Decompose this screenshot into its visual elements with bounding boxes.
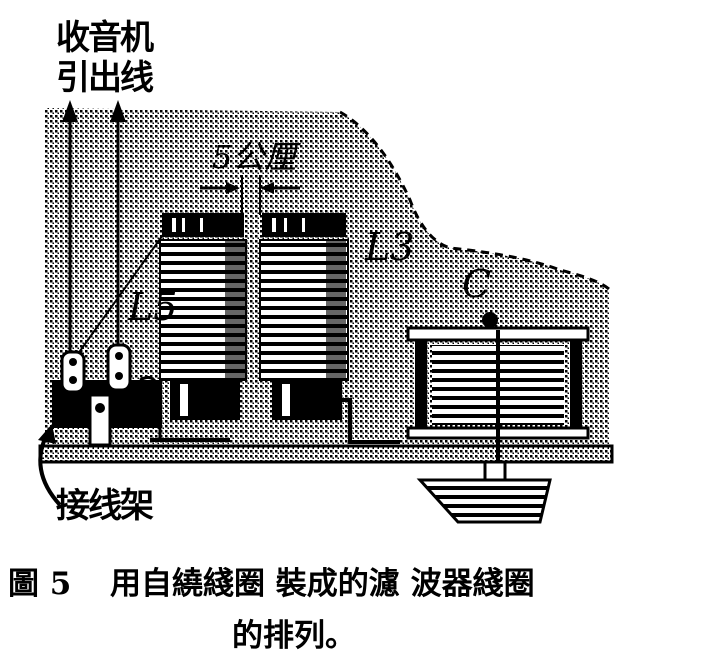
coil-l3	[259, 213, 349, 420]
label-coil-l3: L3	[365, 225, 415, 269]
label-radio-leads-line1: 收音机	[56, 18, 154, 58]
variable-capacitor	[406, 312, 590, 480]
caption-line2: 的排列。	[232, 618, 356, 654]
label-terminal-rack: 接线架	[56, 486, 154, 526]
terminal-rack	[52, 343, 162, 447]
caption-line1: 用自繞綫圈 裝成的濾 波器綫圈	[110, 566, 535, 602]
spacing-dimension	[200, 175, 300, 215]
label-spacing: 5公厘	[212, 138, 297, 176]
tuning-knob	[416, 460, 552, 524]
base-board	[38, 444, 614, 464]
caption-number: 圖 5	[8, 566, 72, 602]
label-radio-leads-line2: 引出线	[56, 58, 154, 98]
coil-l5	[159, 213, 247, 420]
coil-bracket	[150, 398, 400, 444]
label-capacitor: C	[462, 262, 492, 306]
radio-lead-wires	[62, 100, 171, 366]
label-coil-l5: L5	[128, 285, 178, 329]
